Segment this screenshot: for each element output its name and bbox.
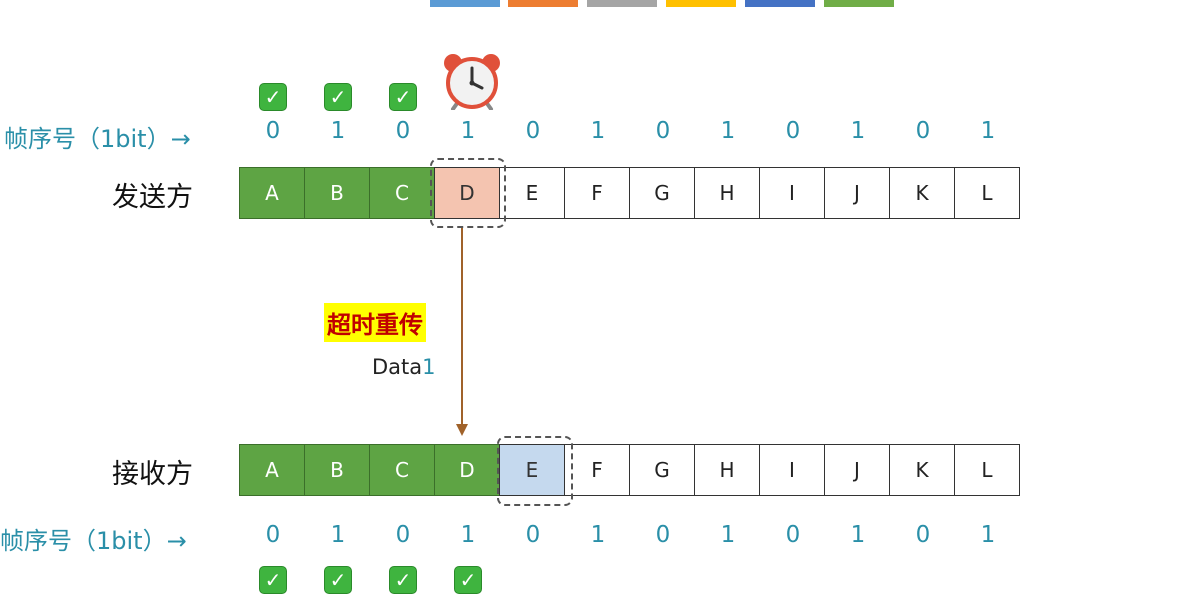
sender-frame-j: J <box>824 167 890 219</box>
receiver-frame-k: K <box>889 444 955 496</box>
sender-seq-number: 0 <box>915 118 931 144</box>
receiver-seq-number: 0 <box>655 522 671 548</box>
expected-frame-outline <box>497 436 573 506</box>
receiver-title: 接收方 <box>112 459 193 490</box>
receiver-seq-number: 1 <box>330 522 346 548</box>
receiver-seq-number: 1 <box>460 522 476 548</box>
receiver-frame-c: C <box>369 444 435 496</box>
sender-seq-number: 1 <box>460 118 476 144</box>
sender-frame-e: E <box>499 167 565 219</box>
sender-seq-number: 0 <box>525 118 541 144</box>
receiver-seq-number: 0 <box>395 522 411 548</box>
sender-frame-c: C <box>369 167 435 219</box>
sender-frame-i: I <box>759 167 825 219</box>
alarm-clock-icon <box>442 52 502 114</box>
top-bar-5 <box>745 0 815 7</box>
receiver-frame-j: J <box>824 444 890 496</box>
receiver-frame-f: F <box>564 444 630 496</box>
top-bar-3 <box>587 0 657 7</box>
receiver-frame-d: D <box>434 444 500 496</box>
sender-frame-d: D <box>434 167 500 219</box>
sender-frame-h: H <box>694 167 760 219</box>
data-frame-label: Data1 <box>372 355 436 379</box>
receiver-frame-a: A <box>239 444 305 496</box>
receiver-frame-e: E <box>499 444 565 496</box>
receiver-seq-number: 1 <box>980 522 996 548</box>
check-icon: ✓ <box>324 83 352 111</box>
receiver-seq-number: 0 <box>785 522 801 548</box>
check-icon: ✓ <box>324 566 352 594</box>
sender-seq-number: 0 <box>785 118 801 144</box>
receiver-frame-b: B <box>304 444 370 496</box>
check-icon: ✓ <box>259 566 287 594</box>
sender-frame-f: F <box>564 167 630 219</box>
receiver-seq-number: 0 <box>915 522 931 548</box>
sender-seq-number: 1 <box>330 118 346 144</box>
receiver-seq-label: 帧序号（1bit）→ <box>0 527 187 555</box>
sender-seq-number: 0 <box>265 118 281 144</box>
receiver-frame-g: G <box>629 444 695 496</box>
top-bar-1 <box>430 0 500 7</box>
sender-seq-number: 1 <box>590 118 606 144</box>
sender-frame-b: B <box>304 167 370 219</box>
sender-seq-number: 0 <box>395 118 411 144</box>
data-prefix: Data <box>372 355 423 379</box>
sender-frame-l: L <box>954 167 1020 219</box>
check-icon: ✓ <box>259 83 287 111</box>
sender-frame-a: A <box>239 167 305 219</box>
data-seq: 1 <box>422 355 436 379</box>
transfer-arrow-line <box>461 228 463 428</box>
receiver-frame-l: L <box>954 444 1020 496</box>
receiver-frame-h: H <box>694 444 760 496</box>
top-bar-4 <box>666 0 736 7</box>
sender-seq-number: 1 <box>980 118 996 144</box>
sender-title: 发送方 <box>112 182 193 213</box>
timeout-retransmit-label: 超时重传 <box>324 303 426 342</box>
sender-seq-number: 0 <box>655 118 671 144</box>
check-icon: ✓ <box>454 566 482 594</box>
transfer-arrow-head <box>456 424 468 436</box>
sender-frame-g: G <box>629 167 695 219</box>
receiver-seq-number: 1 <box>590 522 606 548</box>
timeout-frame-outline <box>430 158 506 228</box>
top-bar-6 <box>824 0 894 7</box>
sender-seq-number: 1 <box>850 118 866 144</box>
sender-seq-label: 帧序号（1bit）→ <box>4 125 191 153</box>
check-icon: ✓ <box>389 83 417 111</box>
receiver-seq-number: 1 <box>850 522 866 548</box>
receiver-seq-number: 0 <box>265 522 281 548</box>
sender-frame-k: K <box>889 167 955 219</box>
sender-seq-number: 1 <box>720 118 736 144</box>
receiver-seq-number: 0 <box>525 522 541 548</box>
receiver-seq-number: 1 <box>720 522 736 548</box>
check-icon: ✓ <box>389 566 417 594</box>
top-bar-2 <box>508 0 578 7</box>
receiver-frame-i: I <box>759 444 825 496</box>
